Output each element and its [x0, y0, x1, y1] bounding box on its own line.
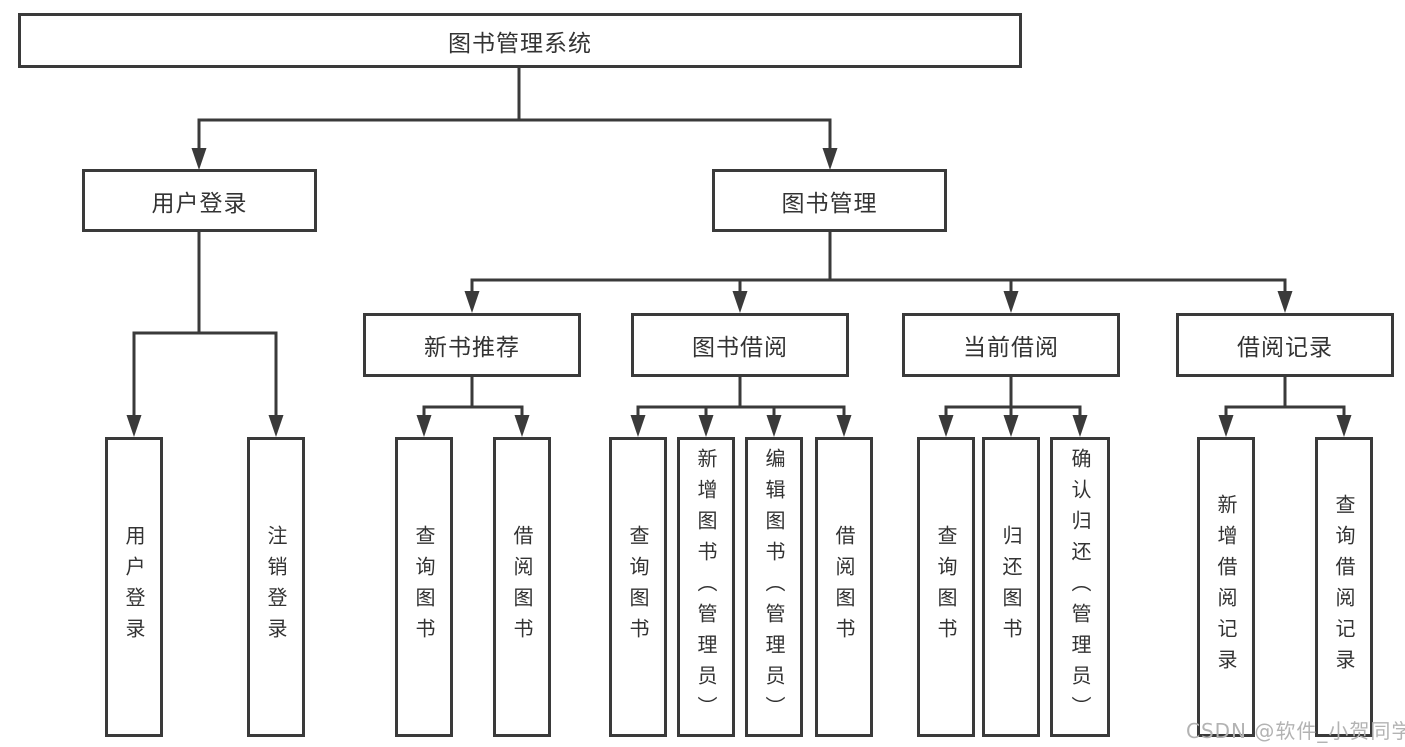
leaf-query-books-current-label: 查询图书 [934, 525, 958, 649]
node-library-management-system-label: 图书管理系统 [448, 30, 592, 57]
leaf-logout-label: 注销登录 [264, 525, 288, 649]
leaf-add-borrow-record: 新增借阅记录 [1197, 437, 1255, 737]
node-library-management-system: 图书管理系统 [18, 13, 1022, 68]
node-book-management-label: 图书管理 [781, 190, 878, 217]
leaf-borrow-books-label: 借阅图书 [832, 525, 856, 649]
node-current-borrow: 当前借阅 [902, 313, 1120, 377]
leaf-edit-book-admin-label: 编辑图书（管理员） [762, 447, 786, 727]
leaf-return-book-label: 归还图书 [999, 525, 1023, 649]
node-new-book-recommend-label: 新书推荐 [424, 335, 520, 361]
leaf-edit-book-admin: 编辑图书（管理员） [745, 437, 803, 737]
node-book-management: 图书管理 [712, 169, 947, 232]
leaf-query-books-recommend-label: 查询图书 [412, 525, 436, 649]
watermark: CSDN @软件_小贺同学 [1186, 719, 1405, 743]
leaf-logout: 注销登录 [247, 437, 305, 737]
node-user-login: 用户登录 [82, 169, 317, 232]
leaf-borrow-books-recommend-label: 借阅图书 [510, 525, 534, 649]
node-book-borrow: 图书借阅 [631, 313, 849, 377]
leaf-user-login-label: 用户登录 [122, 525, 146, 649]
leaf-add-borrow-record-label: 新增借阅记录 [1214, 494, 1238, 680]
leaf-query-books-current: 查询图书 [917, 437, 975, 737]
leaf-confirm-return-admin-label: 确认归还（管理员） [1068, 447, 1092, 727]
leaf-borrow-books: 借阅图书 [815, 437, 873, 737]
arrowheads [126, 148, 1352, 437]
leaf-user-login: 用户登录 [105, 437, 163, 737]
leaf-borrow-books-recommend: 借阅图书 [493, 437, 551, 737]
leaf-query-borrow-record: 查询借阅记录 [1315, 437, 1373, 737]
node-borrow-records-label: 借阅记录 [1237, 335, 1333, 361]
leaf-query-books-recommend: 查询图书 [395, 437, 453, 737]
leaf-add-book-admin: 新增图书（管理员） [677, 437, 735, 737]
leaf-confirm-return-admin: 确认归还（管理员） [1050, 437, 1110, 737]
leaf-return-book: 归还图书 [982, 437, 1040, 737]
node-new-book-recommend: 新书推荐 [363, 313, 581, 377]
leaf-query-books-borrow: 查询图书 [609, 437, 667, 737]
leaf-query-books-borrow-label: 查询图书 [626, 525, 650, 649]
leaf-add-book-admin-label: 新增图书（管理员） [694, 447, 718, 727]
leaf-query-borrow-record-label: 查询借阅记录 [1332, 494, 1356, 680]
node-current-borrow-label: 当前借阅 [963, 335, 1059, 361]
node-user-login-label: 用户登录 [151, 190, 248, 217]
node-borrow-records: 借阅记录 [1176, 313, 1394, 377]
node-book-borrow-label: 图书借阅 [692, 335, 788, 361]
